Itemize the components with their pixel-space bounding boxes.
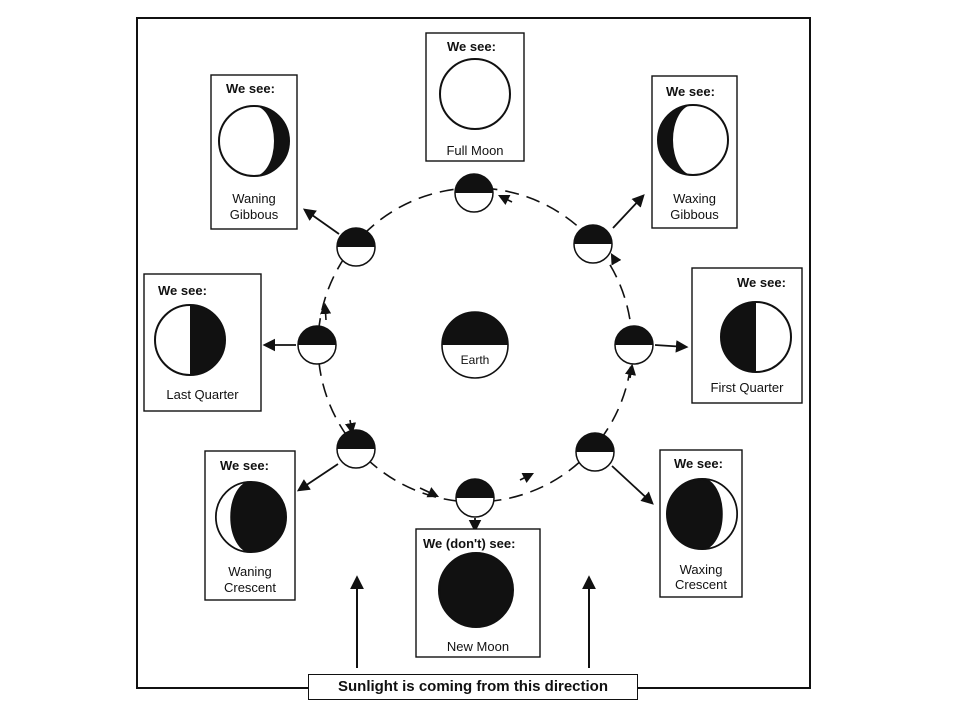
sunlight-arrows: [350, 575, 596, 668]
view-arrows: [262, 194, 689, 533]
waning-gibbous-label-line2: Gibbous: [229, 207, 279, 222]
orbit-moon-waning-gibbous: [336, 227, 376, 267]
waxing-gibbous-header: We see:: [666, 84, 715, 99]
orbit-moon-full: [454, 173, 494, 213]
orbit-moon-waning-crescent: [336, 429, 376, 469]
full-moon-icon: [439, 58, 511, 130]
orbit-moon-waxing-crescent: [575, 432, 615, 472]
earth-label: Earth: [460, 353, 490, 367]
first-quarter-icon: [720, 301, 792, 373]
orbit-moon-new: [455, 478, 495, 518]
earth: [441, 311, 509, 379]
sunlight-caption: Sunlight is coming from this direction: [308, 674, 638, 700]
waxing-gibbous-label-line1: Waxing: [673, 191, 716, 206]
orbit-moon-waxing-gibbous: [573, 224, 613, 264]
new-moon-label: New Moon: [446, 639, 510, 654]
waning-gibbous-header: We see:: [226, 81, 275, 96]
new-moon-icon: [438, 552, 514, 628]
waning-gibbous-icon: [218, 105, 290, 177]
new-moon-header: We (don't) see:: [423, 536, 516, 551]
waning-crescent-icon: [215, 481, 287, 553]
orbit-moon-first-quarter: [614, 325, 654, 365]
waning-gibbous-label-line1: Waning: [232, 191, 276, 206]
waning-crescent-header: We see:: [220, 458, 269, 473]
first-quarter-header: We see:: [737, 275, 786, 290]
orbit-direction-arrows: [320, 194, 637, 498]
full-moon-header: We see:: [447, 39, 496, 54]
waxing-gibbous-icon: [657, 104, 729, 176]
full-moon-label: Full Moon: [446, 143, 504, 158]
waning-crescent-label-line2: Crescent: [223, 580, 277, 595]
waxing-crescent-icon: [666, 478, 738, 550]
waxing-crescent-label-line2: Crescent: [674, 577, 728, 592]
waxing-gibbous-label-line2: Gibbous: [670, 207, 719, 222]
first-quarter-label: First Quarter: [710, 380, 784, 395]
waxing-crescent-header: We see:: [674, 456, 723, 471]
last-quarter-header: We see:: [158, 283, 207, 298]
orbit-moon-last-quarter: [297, 325, 337, 365]
waning-crescent-label-line1: Waning: [228, 564, 272, 579]
waxing-crescent-label-line1: Waxing: [679, 562, 723, 577]
last-quarter-icon: [154, 304, 226, 376]
last-quarter-label: Last Quarter: [166, 387, 239, 402]
